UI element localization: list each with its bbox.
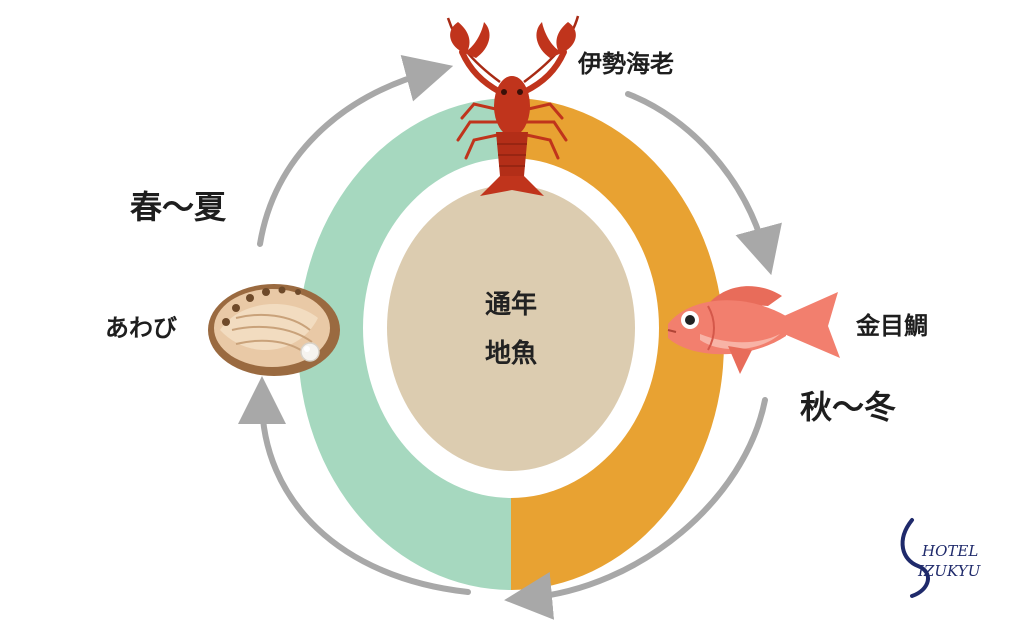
arrow-bottom-left — [238, 376, 471, 595]
arrow-top-right — [625, 91, 782, 276]
logo-line1: HOTEL — [921, 542, 978, 560]
season-label-spring-summer: 春〜夏 — [130, 188, 227, 226]
snapper-label: 金目鯛 — [855, 312, 928, 340]
abalone-icon — [208, 284, 340, 376]
arrow-bottom-right — [504, 397, 768, 620]
center-disc — [387, 185, 635, 471]
season-label-autumn-winter: 秋〜冬 — [800, 388, 896, 426]
cycle-arrows — [238, 55, 782, 620]
logo-swash — [900, 518, 930, 598]
center-label-line2: 地魚 — [485, 338, 537, 369]
lobster-icon — [446, 15, 580, 196]
logo-line2: IZUKYU — [917, 562, 982, 580]
abalone-label: あわび — [105, 314, 177, 342]
lobster-label: 伊勢海老 — [577, 50, 674, 78]
arrow-top-left — [257, 55, 454, 247]
center-label-line1: 通年 — [485, 289, 537, 320]
red-snapper-icon — [667, 286, 840, 374]
hotel-izukyu-logo: HOTEL IZUKYU — [900, 518, 982, 598]
